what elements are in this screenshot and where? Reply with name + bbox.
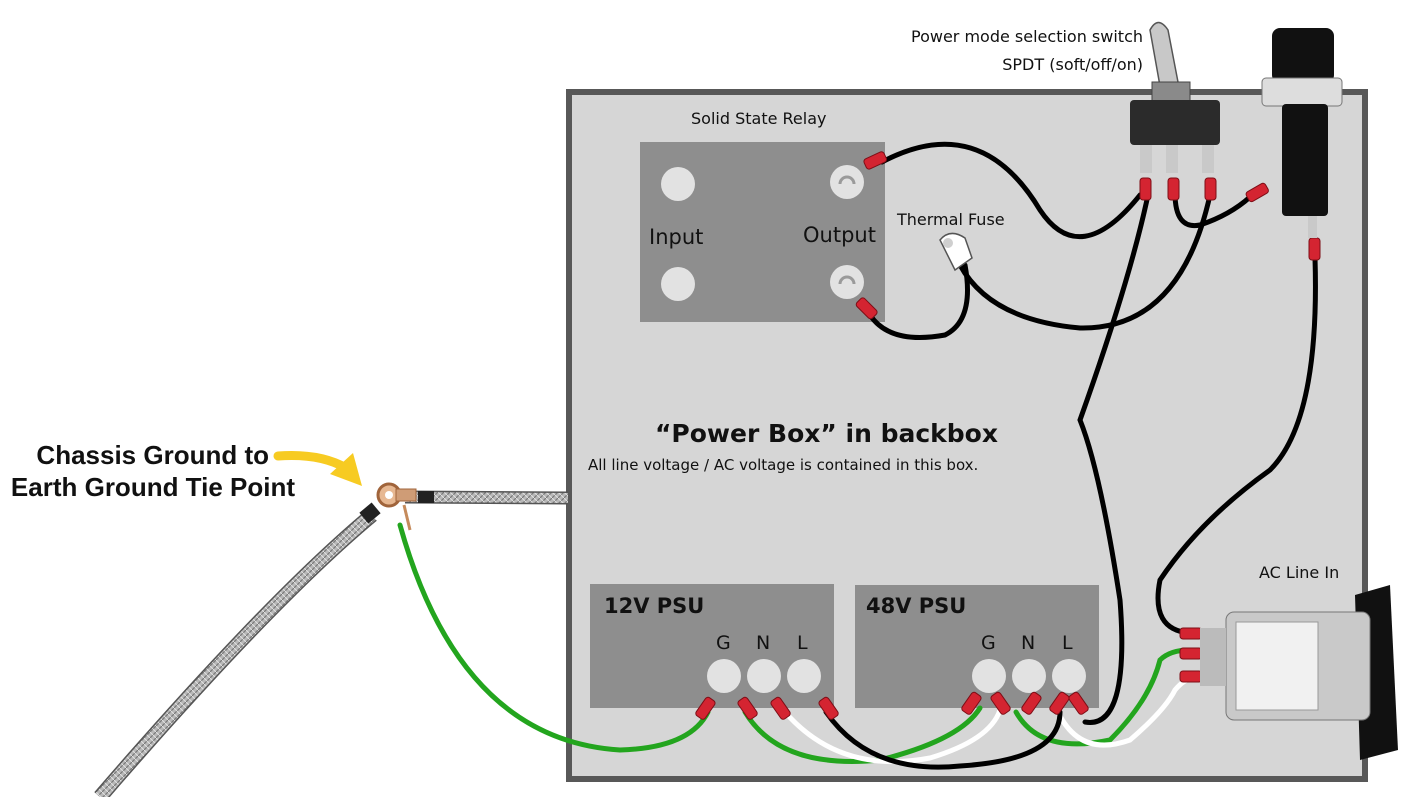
psu-12v-label: 12V PSU [604,594,705,618]
psu-48v-terminal-l: L [1062,632,1073,654]
ac-line-in-label: AC Line In [1259,563,1340,582]
ground-label-line1: Chassis Ground to [36,440,269,470]
switch-title: Power mode selection switch [911,27,1143,46]
wires [397,141,1318,770]
power-box-title: “Power Box” in backbox [655,419,998,448]
ground-braid [94,490,569,797]
relay-input-label: Input [649,225,704,249]
thermal-fuse-label: Thermal Fuse [897,210,1005,229]
ground-tie-point [376,482,417,531]
psu-12v-terminal-n: N [756,632,771,654]
power-box-subtitle: All line voltage / AC voltage is contain… [588,456,979,474]
psu-terminals [707,659,1086,693]
ac-inlet-icon [1200,585,1398,760]
psu-48v-terminal-n: N [1021,632,1036,654]
red-connectors [695,151,1321,720]
solid-state-relay [640,142,885,322]
fuse-holder-icon [1261,28,1343,238]
psu-48v-label: 48V PSU [866,594,967,618]
psu-12v-terminal-l: L [797,632,808,654]
ground-label-line2: Earth Ground Tie Point [10,472,295,502]
thermal-fuse [939,232,973,272]
yellow-arrow-icon [273,451,362,486]
psu-48v-terminal-g: G [981,632,996,654]
relay-title: Solid State Relay [691,109,827,128]
switch-subtitle: SPDT (soft/off/on) [1002,55,1143,74]
relay-output-label: Output [803,223,876,247]
toggle-switch-icon [1130,21,1220,173]
psu-12v-terminal-g: G [716,632,731,654]
